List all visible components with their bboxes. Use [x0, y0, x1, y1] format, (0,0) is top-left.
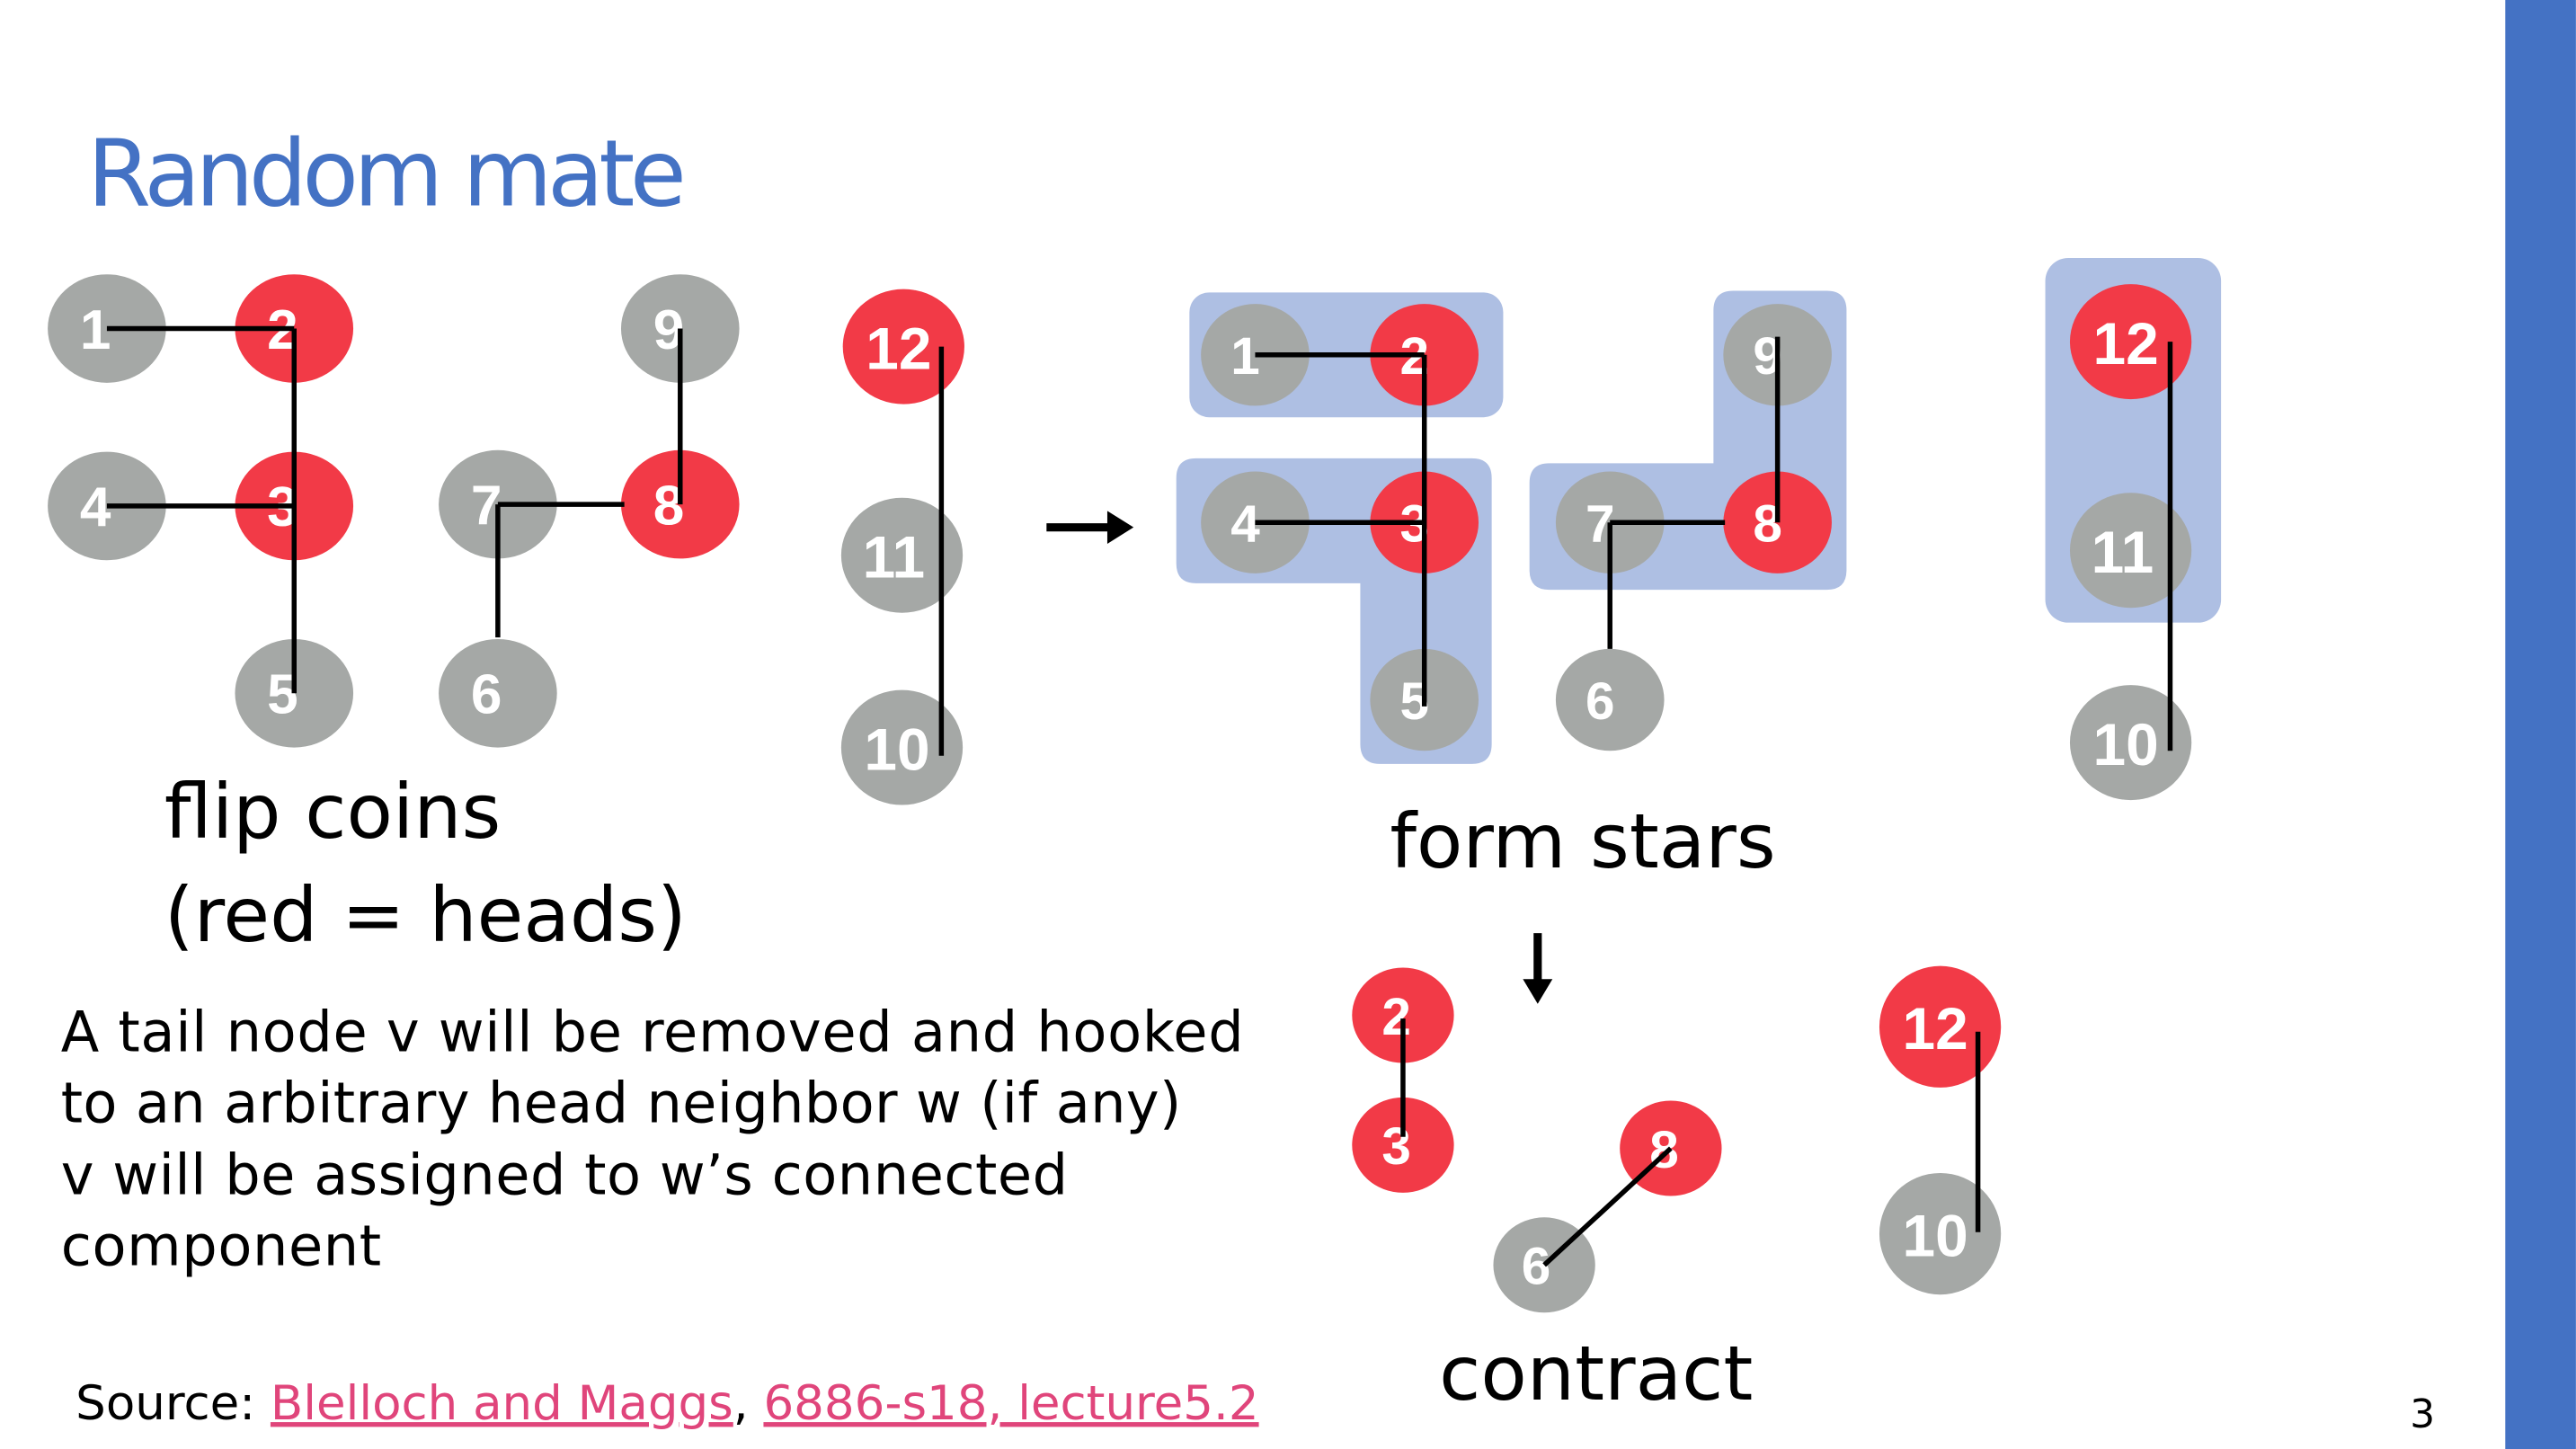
edges: [1400, 1018, 1981, 1267]
node-11: 11: [840, 497, 964, 613]
svg-text:12: 12: [1903, 995, 1968, 1062]
source-link-blelloch-maggs[interactable]: Blelloch and Maggs: [271, 1376, 733, 1431]
svg-text:12: 12: [866, 315, 931, 381]
svg-text:6: 6: [471, 664, 502, 726]
right-arrow-icon: [1046, 511, 1134, 544]
down-arrow-icon: [1523, 933, 1553, 1004]
svg-text:1: 1: [80, 299, 111, 361]
form-stars-graph: 1 2 4 3 5 9 7 8 6 12 11 10: [1176, 257, 2222, 801]
node-6: 6: [1555, 648, 1665, 751]
source-prefix: Source:: [76, 1376, 271, 1431]
contract-graph: 2 3 8 6 12 10: [1352, 965, 2002, 1313]
slide-title: Random mate: [87, 120, 682, 227]
svg-text:11: 11: [2092, 519, 2154, 585]
svg-text:3: 3: [1381, 1117, 1411, 1176]
svg-text:1: 1: [1230, 327, 1260, 386]
node-10: 10: [840, 689, 964, 805]
node-6: 6: [439, 638, 557, 748]
contract-label: contract: [1439, 1329, 1753, 1418]
flip-coins-graph: 1 2 4 3 5 7 8 9 6 12 11 10: [48, 274, 964, 805]
svg-text:6: 6: [1522, 1238, 1551, 1296]
svg-text:2: 2: [1381, 988, 1411, 1046]
node-12: 12: [2069, 284, 2192, 400]
svg-text:4: 4: [80, 476, 111, 538]
source-line: Source: Blelloch and Maggs, 6886-s18, le…: [76, 1376, 1258, 1431]
source-separator: ,: [733, 1376, 764, 1431]
node-12: 12: [1879, 965, 2002, 1088]
svg-text:6: 6: [1586, 672, 1615, 731]
form-stars-label: form stars: [1390, 797, 1775, 885]
svg-text:to an arbitrary head neighbor: to an arbitrary head neighbor w (if any): [61, 1070, 1181, 1135]
svg-text:v will be assigned to w’s conn: v will be assigned to w’s connected: [61, 1142, 1068, 1208]
svg-text:12: 12: [2093, 310, 2159, 377]
page-number: 3: [2410, 1391, 2435, 1437]
svg-text:11: 11: [863, 524, 926, 591]
node-10: 10: [1879, 1172, 2002, 1295]
description-text: A tail node v will be removed and hooked…: [61, 1000, 1244, 1279]
red-heads-label: (red = heads): [164, 871, 687, 959]
svg-text:10: 10: [864, 716, 929, 782]
node-11: 11: [2069, 493, 2192, 609]
edges: [1255, 336, 2173, 751]
svg-text:10: 10: [2093, 711, 2159, 778]
svg-text:8: 8: [1649, 1121, 1679, 1179]
node-3: 3: [1352, 1097, 1454, 1193]
flip-coins-label: flip coins: [164, 768, 501, 856]
svg-text:10: 10: [1903, 1202, 1968, 1268]
node-12: 12: [842, 289, 964, 404]
edges: [106, 325, 945, 756]
svg-text:A tail node v will be removed: A tail node v will be removed and hooked: [61, 1000, 1244, 1065]
svg-text:component: component: [61, 1213, 381, 1278]
node-2: 2: [1352, 967, 1454, 1063]
accent-sidebar-bar: [2505, 0, 2576, 1449]
node-10: 10: [2069, 685, 2192, 801]
source-link-lecture[interactable]: 6886-s18, lecture5.2: [763, 1376, 1258, 1431]
